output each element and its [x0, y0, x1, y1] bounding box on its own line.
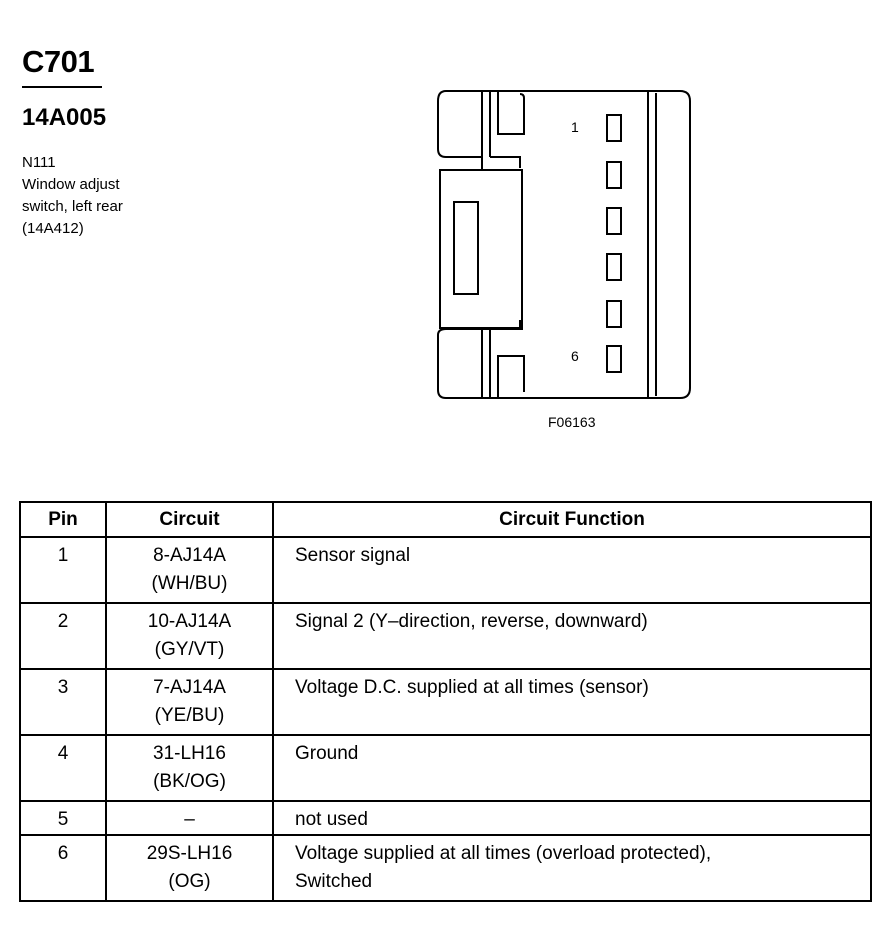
table-row: 1 8-AJ14A (WH/BU) Sensor signal	[19, 536, 872, 604]
function-text: Voltage D.C. supplied at all times (sens…	[295, 677, 649, 698]
table-row: 4 31-LH16 (BK/OG) Ground	[19, 734, 872, 802]
circuit-number: 10-AJ14A	[147, 611, 232, 632]
header-pin: Pin	[19, 501, 107, 538]
pin-label-1: 1	[571, 119, 579, 135]
circuit-number: 8-AJ14A	[153, 545, 226, 566]
pin-cavity	[606, 253, 622, 281]
pin-cavity	[606, 207, 622, 235]
circuit-number: 7-AJ14A	[153, 677, 226, 698]
wire-color: (WH/BU)	[151, 573, 228, 594]
wire-color: (BK/OG)	[153, 771, 226, 792]
function-text: Ground	[295, 743, 359, 764]
part-number: 14A005	[22, 104, 107, 131]
circuit-cell: 29S-LH16 (OG)	[105, 834, 274, 902]
table-row: 6 29S-LH16 (OG) Voltage supplied at all …	[19, 834, 872, 902]
pin-cell: 3	[19, 668, 107, 736]
circuit-cell: 10-AJ14A (GY/VT)	[105, 602, 274, 670]
connector-face-diagram: 1 6	[437, 90, 691, 399]
latch	[439, 169, 523, 329]
latch-slot	[453, 201, 479, 295]
table-row: 5 – not used	[19, 800, 872, 836]
description-line: Window adjust	[22, 176, 120, 193]
pin-cell: 2	[19, 602, 107, 670]
connector-id: C701	[22, 44, 95, 79]
circuit-number: 29S-LH16	[146, 843, 233, 864]
pin-cell: 1	[19, 536, 107, 604]
connector-outline	[437, 90, 691, 399]
wire-color: (GY/VT)	[154, 639, 225, 660]
pin-label-6: 6	[571, 348, 579, 364]
description-line: switch, left rear	[22, 198, 123, 215]
connector-id-underline	[22, 86, 102, 88]
circuit-number: 31-LH16	[153, 743, 226, 764]
circuit-cell: 7-AJ14A (YE/BU)	[105, 668, 274, 736]
header-circuit-function: Circuit Function	[272, 501, 872, 538]
pin-cavity	[606, 161, 622, 189]
function-text: Sensor signal	[295, 545, 411, 566]
circuit-cell: 31-LH16 (BK/OG)	[105, 734, 274, 802]
function-text: Voltage supplied at all times (overload …	[295, 843, 712, 864]
function-cell: Sensor signal	[272, 536, 872, 604]
table-header-row: Pin Circuit Circuit Function	[19, 501, 872, 538]
pin-cavity	[606, 114, 622, 142]
function-cell: not used	[272, 800, 872, 836]
function-cell: Ground	[272, 734, 872, 802]
pinout-table: Pin Circuit Circuit Function 1 8-AJ14A (…	[19, 501, 872, 902]
pin-cell: 6	[19, 834, 107, 902]
header-circuit: Circuit	[105, 501, 274, 538]
table-row: 2 10-AJ14A (GY/VT) Signal 2 (Y–direction…	[19, 602, 872, 670]
table-row: 3 7-AJ14A (YE/BU) Voltage D.C. supplied …	[19, 668, 872, 736]
description-line: N111	[22, 154, 56, 171]
wire-color: (YE/BU)	[154, 705, 225, 726]
circuit-cell: 8-AJ14A (WH/BU)	[105, 536, 274, 604]
function-text: not used	[295, 809, 368, 830]
pin-cavity	[606, 345, 622, 373]
pin-cavity	[606, 300, 622, 328]
pin-cavities	[606, 114, 622, 373]
function-text: Signal 2 (Y–direction, reverse, downward…	[295, 611, 648, 632]
component-description: N111 Window adjust switch, left rear (14…	[22, 152, 123, 240]
function-cell: Voltage D.C. supplied at all times (sens…	[272, 668, 872, 736]
description-line: (14A412)	[22, 220, 84, 237]
pin-cell: 5	[19, 800, 107, 836]
circuit-cell: –	[105, 800, 274, 836]
figure-code: F06163	[548, 414, 596, 430]
pin-cell: 4	[19, 734, 107, 802]
function-cell: Signal 2 (Y–direction, reverse, downward…	[272, 602, 872, 670]
circuit-number: –	[184, 809, 195, 830]
function-cell: Voltage supplied at all times (overload …	[272, 834, 872, 902]
wire-color: (OG)	[168, 871, 211, 892]
function-text: Switched	[295, 871, 373, 892]
